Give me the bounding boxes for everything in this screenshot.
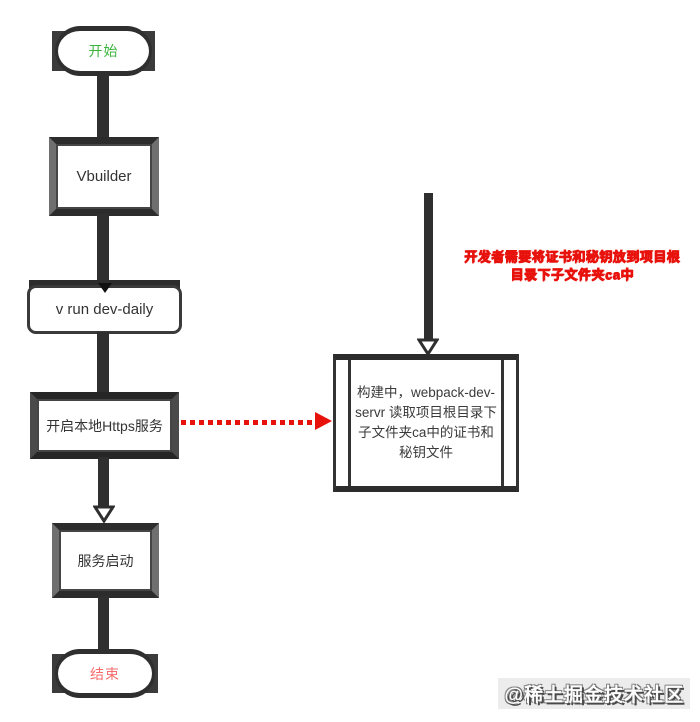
arrow-down-icon	[97, 283, 112, 293]
connector-https-serve	[98, 457, 109, 507]
arrow-right-icon	[315, 412, 332, 430]
node-run-dev-daily-label: v run dev-daily	[55, 301, 154, 318]
node-https-label: 开启本地Https服务	[46, 417, 163, 434]
node-start: 开始	[52, 26, 155, 76]
node-end: 结束	[52, 649, 158, 698]
connector-start-vbuilder	[97, 72, 109, 148]
node-end-label: 结束	[55, 649, 155, 698]
connector-vbuilder-run	[97, 214, 109, 288]
annotation-text: 开发者需要将证书和秘钥放到项目根 目录下子文件夹ca中	[447, 248, 697, 284]
subroutine-side-line	[501, 360, 504, 486]
annotation-line-2: 目录下子文件夹ca中	[510, 267, 634, 282]
node-subroutine: 构建中，webpack-dev-servr 读取项目根目录下子文件夹ca中的证书…	[333, 354, 519, 492]
node-vbuilder-label: Vbuilder	[76, 168, 132, 185]
arrow-down-hollow-icon	[417, 338, 439, 356]
connector-down-subroutine	[424, 193, 433, 339]
node-run-dev-daily: v run dev-daily	[27, 280, 182, 334]
connector-run-https	[97, 332, 109, 394]
node-serve: 服务启动	[52, 523, 159, 598]
node-vbuilder: Vbuilder	[49, 137, 159, 216]
node-start-label: 开始	[55, 26, 152, 76]
node-subroutine-label: 构建中，webpack-dev-servr 读取项目根目录下子文件夹ca中的证书…	[355, 385, 497, 460]
subroutine-side-line	[348, 360, 351, 486]
annotation-line-1: 开发者需要将证书和秘钥放到项目根	[463, 249, 680, 264]
connector-serve-end	[98, 596, 109, 651]
watermark: @稀土掘金技术社区	[498, 678, 690, 709]
arrow-down-hollow-icon	[93, 505, 115, 523]
node-serve-label: 服务启动	[77, 552, 134, 569]
dashed-connector-https-subroutine	[181, 420, 315, 425]
node-https: 开启本地Https服务	[30, 392, 179, 459]
